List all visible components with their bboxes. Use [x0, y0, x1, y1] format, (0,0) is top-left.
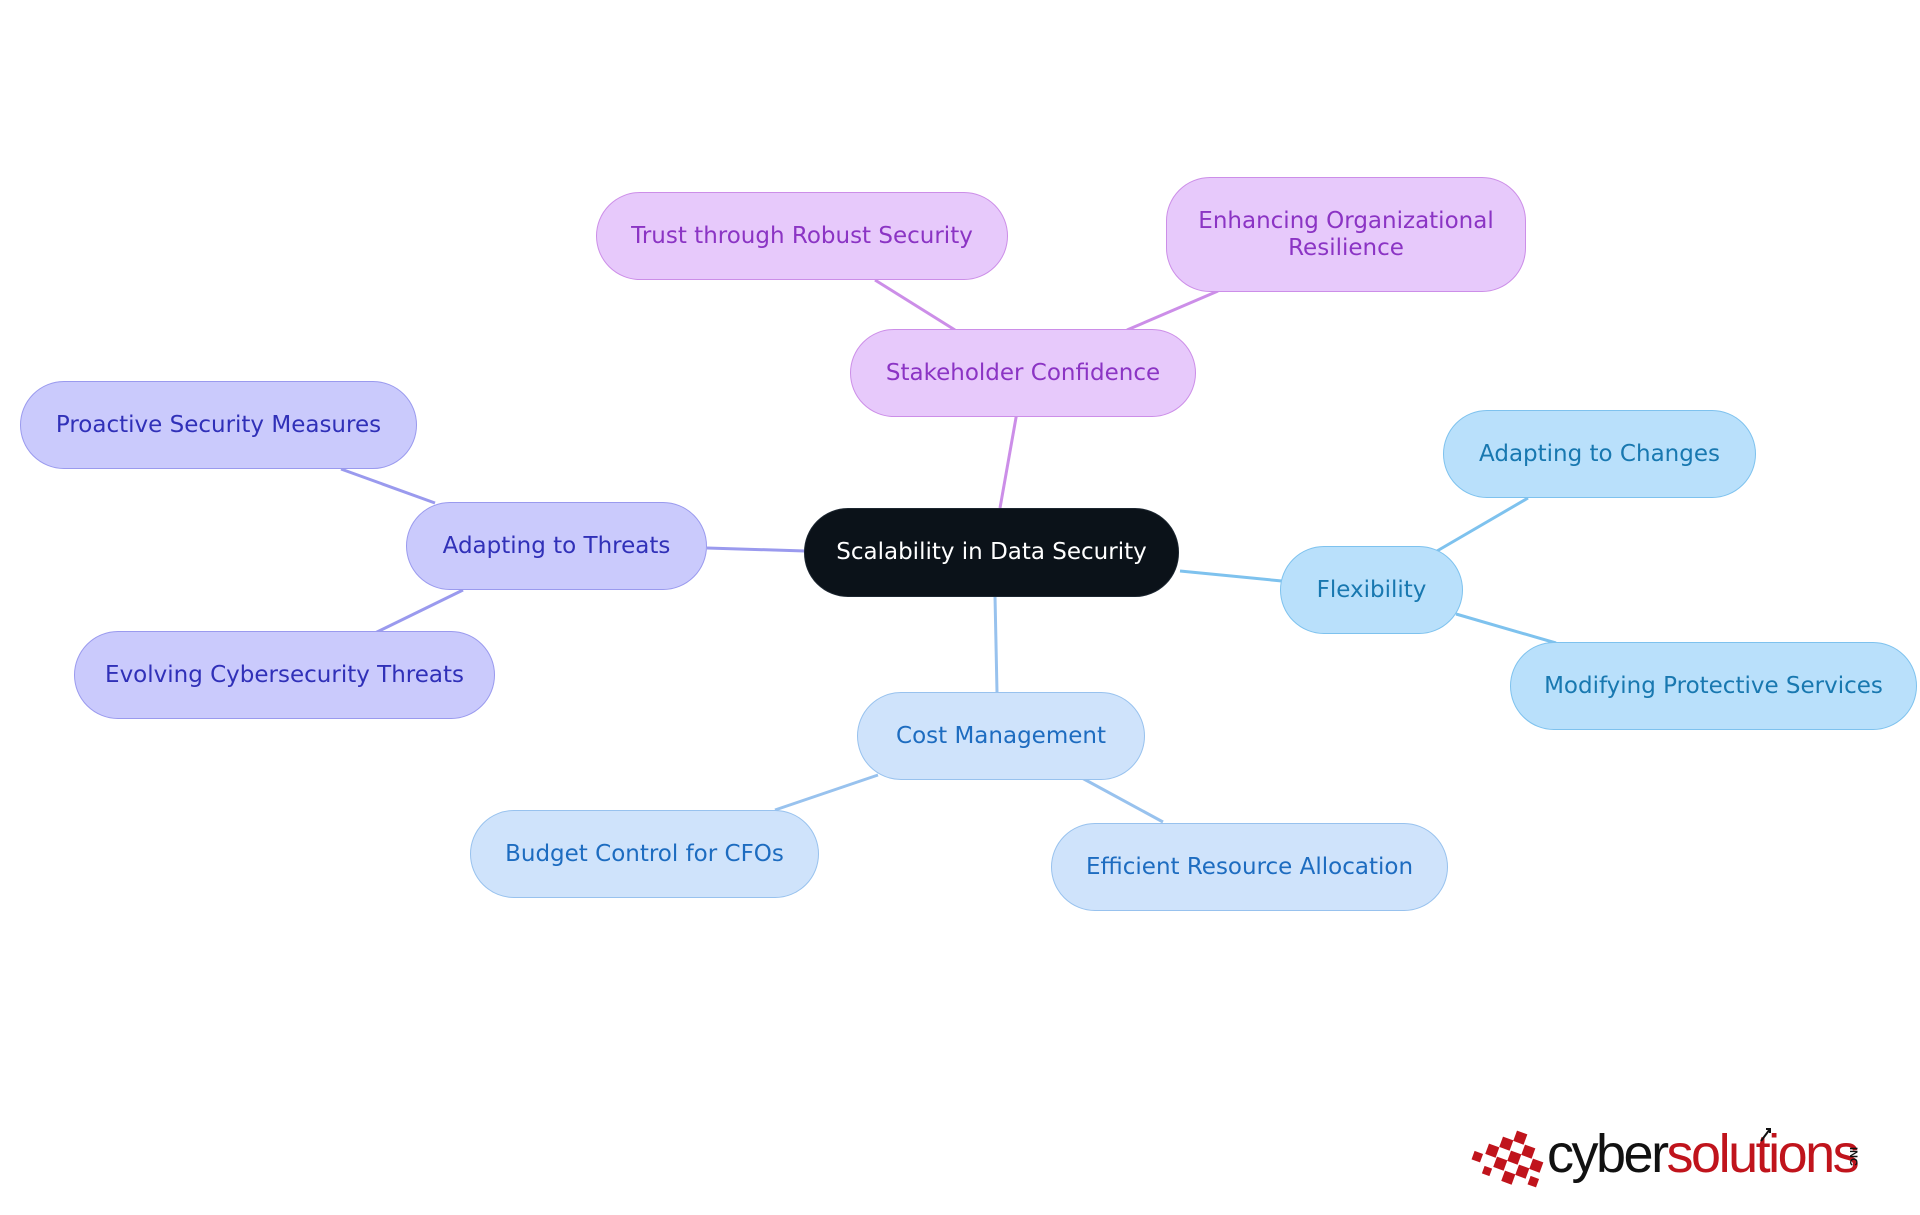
logo-text-solutions: solutions	[1667, 1124, 1859, 1184]
node-cost-label: Cost Management	[896, 722, 1106, 749]
node-resilience-label: Enhancing Organizational Resilience	[1198, 207, 1494, 261]
node-budget-control-for-cfos[interactable]: Budget Control for CFOs	[470, 810, 819, 898]
edge-root-threats	[706, 546, 806, 553]
logo-text-cyber: cyber	[1547, 1124, 1669, 1184]
logo-text-inc: INC	[1847, 1147, 1859, 1166]
node-evolving-label: Evolving Cybersecurity Threats	[105, 661, 464, 688]
root-node-label: Scalability in Data Security	[836, 539, 1147, 565]
node-proactive-label: Proactive Security Measures	[55, 411, 382, 438]
edge-flexibility-modifying	[1455, 612, 1557, 645]
logo-arrow-icon	[1760, 1128, 1771, 1142]
node-trust-through-robust-security[interactable]: Trust through Robust Security	[596, 192, 1008, 280]
edge-stakeholder-trust	[874, 278, 956, 332]
node-adapting-to-changes[interactable]: Adapting to Changes	[1443, 410, 1756, 498]
root-node[interactable]: Scalability in Data Security	[804, 508, 1179, 597]
node-efficient-label: Efficient Resource Allocation	[1085, 853, 1414, 880]
node-efficient-resource-allocation[interactable]: Efficient Resource Allocation	[1051, 823, 1448, 911]
node-flexibility-label: Flexibility	[1316, 576, 1427, 603]
cybersolutions-logo: cybersolutions INC	[1465, 1124, 1885, 1195]
edge-threats-evolving	[374, 588, 464, 635]
edge-root-stakeholder	[998, 411, 1019, 509]
logo-pixel-mark-icon	[1471, 1130, 1544, 1188]
edge-flexibility-changes	[1436, 496, 1529, 553]
node-modifying-label: Modifying Protective Services	[1544, 672, 1883, 699]
svg-text:cybersolutions: cybersolutions	[1547, 1124, 1859, 1184]
node-enhancing-organizational-resilience[interactable]: Enhancing Organizational Resilience	[1166, 177, 1526, 292]
edge-root-cost	[993, 595, 999, 693]
node-flexibility[interactable]: Flexibility	[1280, 546, 1463, 634]
edge-threats-proactive	[340, 467, 436, 505]
node-modifying-protective-services[interactable]: Modifying Protective Services	[1510, 642, 1917, 730]
node-proactive-security-measures[interactable]: Proactive Security Measures	[20, 381, 417, 469]
edge-cost-budget	[774, 773, 879, 812]
edge-cost-efficient	[1081, 776, 1164, 824]
node-adapting-threats-label: Adapting to Threats	[442, 532, 671, 559]
node-cost-management[interactable]: Cost Management	[857, 692, 1145, 780]
node-trust-label: Trust through Robust Security	[631, 222, 973, 249]
node-adapting-to-threats[interactable]: Adapting to Threats	[406, 502, 707, 590]
node-stakeholder-confidence[interactable]: Stakeholder Confidence	[850, 329, 1196, 417]
node-adapting-changes-label: Adapting to Changes	[1479, 440, 1720, 467]
node-evolving-cybersecurity-threats[interactable]: Evolving Cybersecurity Threats	[74, 631, 495, 719]
node-budget-label: Budget Control for CFOs	[505, 840, 784, 867]
edge-stakeholder-resilience	[1126, 289, 1219, 332]
edge-root-flexibility	[1179, 569, 1283, 583]
node-stakeholder-confidence-label: Stakeholder Confidence	[885, 359, 1161, 386]
